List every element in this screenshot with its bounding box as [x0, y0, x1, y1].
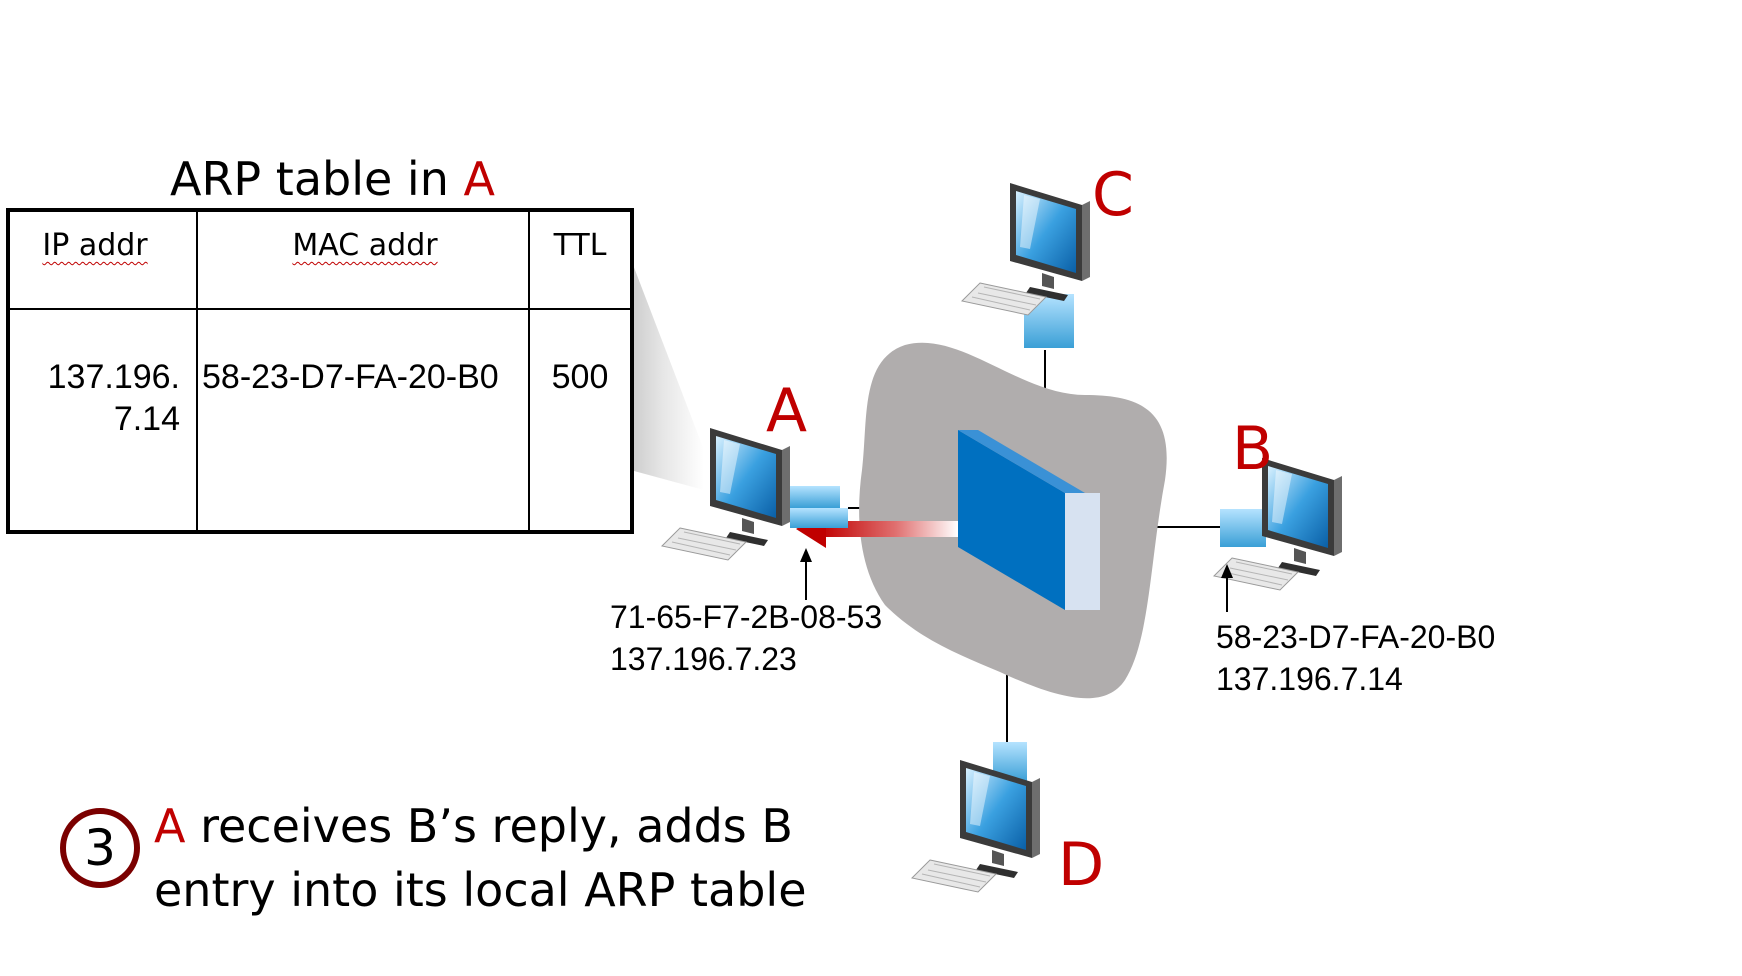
- arp-table-header: IP addr MAC addr TTL: [7, 209, 633, 310]
- node-a-ip: 137.196.7.23: [610, 641, 797, 677]
- computer-icon: [911, 759, 1041, 893]
- mac-header: MAC addr: [196, 209, 530, 310]
- ttl-cell: 500: [528, 308, 633, 533]
- mac-header-label: MAC addr: [292, 228, 438, 263]
- node-a-mac: 71-65-F7-2B-08-53: [610, 599, 883, 635]
- arp-table-title: ARP table in A: [170, 152, 495, 206]
- node-b-ip: 137.196.7.14: [1216, 661, 1403, 697]
- ip-cell: 137.196. 7.14: [7, 308, 198, 533]
- ip-header: IP addr: [7, 209, 198, 310]
- node-b-mac: 58-23-D7-FA-20-B0: [1216, 619, 1496, 655]
- arp-table-title-text: ARP table in: [170, 152, 464, 206]
- step-caption: A receives B’s reply, adds B entry into …: [154, 794, 854, 922]
- ip-cell-line2: 7.14: [113, 400, 180, 438]
- table-row: 137.196. 7.14 58-23-D7-FA-20-B0 500: [7, 308, 633, 533]
- node-label-a: A: [766, 376, 808, 446]
- step-caption-line2: entry into its local ARP table: [154, 863, 807, 917]
- switch-icon: [958, 430, 1100, 610]
- node-b-addresses: 58-23-D7-FA-20-B0 137.196.7.14: [1216, 616, 1495, 700]
- step-caption-text1: receives B’s reply, adds B: [185, 799, 793, 853]
- ttl-header-label: TTL: [553, 228, 607, 263]
- step-number-badge: 3: [60, 808, 140, 888]
- mac-cell: 58-23-D7-FA-20-B0: [196, 308, 530, 533]
- ip-cell-line1: 137.196.: [47, 358, 180, 396]
- arp-table: IP addr MAC addr TTL 137.196. 7.14 58-23…: [6, 208, 634, 534]
- node-a-addresses: 71-65-F7-2B-08-53 137.196.7.23: [610, 596, 882, 680]
- step-caption-host: A: [154, 799, 186, 853]
- node-label-c: C: [1092, 160, 1134, 230]
- zoom-callout: [612, 210, 704, 490]
- ip-header-label: IP addr: [42, 228, 148, 263]
- node-label-d: D: [1058, 830, 1105, 900]
- arp-table-title-host: A: [463, 152, 495, 206]
- ttl-header: TTL: [528, 209, 633, 310]
- node-label-b: B: [1232, 414, 1274, 484]
- step-caption-line1: A receives B’s reply, adds B: [154, 794, 854, 858]
- address-pointers: [800, 548, 1233, 612]
